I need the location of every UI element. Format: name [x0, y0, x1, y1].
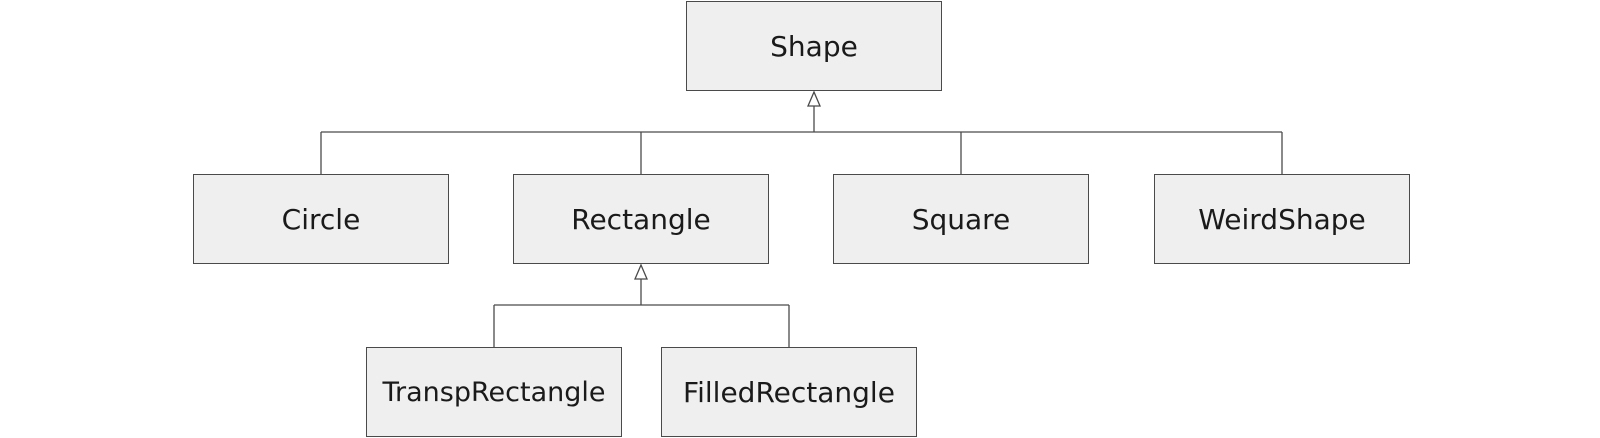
class-node-square[interactable]: Square — [833, 174, 1089, 264]
class-node-rectangle[interactable]: Rectangle — [513, 174, 769, 264]
class-label-filledrectangle: FilledRectangle — [683, 375, 895, 409]
class-node-weirdshape[interactable]: WeirdShape — [1154, 174, 1410, 264]
class-node-filledrectangle[interactable]: FilledRectangle — [661, 347, 917, 437]
class-label-rectangle: Rectangle — [571, 202, 711, 236]
class-label-shape: Shape — [770, 29, 858, 63]
class-node-shape[interactable]: Shape — [686, 1, 942, 91]
inheritance-arrowhead-rectangle — [634, 263, 648, 280]
class-label-square: Square — [911, 202, 1011, 236]
class-label-transprectangle: TranspRectangle — [382, 376, 606, 408]
inheritance-arrowhead-shape — [807, 90, 821, 107]
class-node-transprectangle[interactable]: TranspRectangle — [366, 347, 622, 437]
class-node-circle[interactable]: Circle — [193, 174, 449, 264]
class-label-weirdshape: WeirdShape — [1198, 202, 1366, 236]
class-label-circle: Circle — [281, 202, 361, 236]
